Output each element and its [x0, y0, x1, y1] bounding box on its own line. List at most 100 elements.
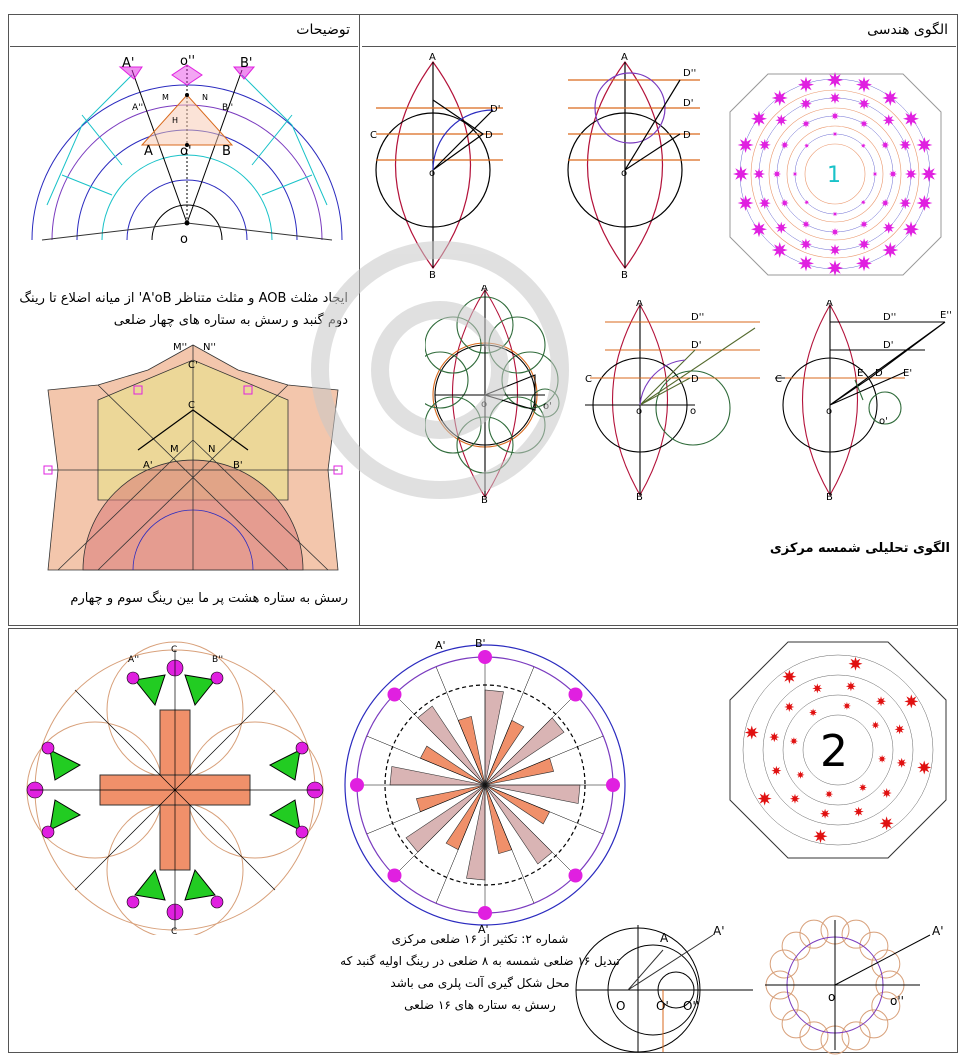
fig4-label-d-double: D'' — [691, 312, 704, 323]
sixteen-gon-spoke — [484, 735, 604, 786]
pattern-2-star — [904, 694, 919, 709]
fig5-label-e-double: E'' — [940, 310, 952, 321]
pattern-1-star — [780, 141, 789, 149]
fig3-label-o: o — [481, 399, 487, 410]
pattern-2-star — [848, 656, 863, 671]
fig3-label-o-prime: o' — [543, 401, 552, 412]
label-c: C — [188, 400, 195, 411]
left-header-text: توضیحات — [296, 22, 350, 38]
sixteen-gon-node — [478, 906, 492, 920]
pattern-2-star — [853, 806, 864, 817]
fig1-label-b: B — [429, 270, 436, 280]
pattern-1-star — [881, 199, 890, 207]
cross-label-b-double: B'' — [212, 655, 223, 665]
pattern-1-star — [831, 112, 839, 120]
ring-circle — [781, 931, 811, 961]
pattern-1-star — [751, 221, 767, 238]
pattern-1-star — [832, 131, 838, 137]
pattern-1-star — [889, 170, 897, 178]
fig2-label-a: A — [621, 52, 628, 63]
pattern-1-star — [829, 92, 841, 104]
leaf-construction-figure-4: A B C D'' D' E'' E D E' o o' — [775, 300, 952, 500]
fig5-label-a: A — [826, 300, 833, 309]
sixteen-gon-node — [387, 687, 402, 702]
pattern-1-star — [753, 168, 765, 180]
pattern-1-star — [860, 119, 868, 128]
pattern-1-star — [799, 238, 812, 251]
fig1-label-d: D — [485, 130, 493, 141]
pattern-2-star — [858, 783, 867, 792]
right-caption: الگوی تحلیلی شمسه مرکزی — [700, 538, 950, 560]
cross-label-a-double: A'' — [128, 655, 139, 665]
pattern-1-star — [832, 211, 838, 217]
pattern-1-star — [899, 197, 912, 210]
pattern-1-star — [882, 242, 899, 258]
rc-label-a-prime: A' — [932, 924, 944, 938]
left-caption-2: رسش به ستاره هشت پر ما بین رینگ سوم و چه… — [16, 588, 348, 610]
pattern-2-star — [842, 701, 851, 710]
sg-label-b-prime: B' — [475, 637, 486, 650]
pattern-2-star — [917, 760, 932, 775]
pattern-2-star — [879, 816, 894, 831]
pattern-1-star — [737, 195, 754, 211]
fig5-label-e: E — [857, 368, 863, 379]
sixteen-gon-node — [568, 868, 583, 883]
oc-label-o-double: O'' — [683, 999, 699, 1013]
pattern-1-star — [771, 90, 788, 106]
oc-label-a: A — [660, 931, 669, 945]
pattern-2-star — [744, 725, 759, 740]
fig5-label-d-double: D'' — [883, 312, 896, 323]
pattern-1-star — [799, 97, 812, 110]
pattern-1-star — [829, 244, 841, 256]
pattern-1-star — [899, 138, 912, 151]
pattern-1-star — [856, 255, 872, 272]
rc-label-o: o — [828, 990, 835, 1004]
pattern-1-star — [903, 221, 919, 238]
circle-packing-figure: A B o o' — [425, 285, 560, 505]
pattern-2-star — [782, 669, 797, 684]
pattern-1-star — [882, 90, 899, 106]
fig3-label-b: B — [481, 495, 488, 505]
sixteen-gon-node — [387, 868, 402, 883]
fig5-label-c: C — [775, 374, 782, 385]
label-a-double: A'' — [132, 103, 143, 113]
sixteen-gon-spoke — [484, 784, 535, 904]
pattern-2-star — [825, 790, 834, 799]
ring-circle — [859, 931, 889, 961]
fig5-label-e-prime: E' — [903, 368, 912, 379]
label-m-double: M'' — [173, 342, 187, 353]
sixteen-gon-spoke — [394, 694, 486, 786]
sixteen-gon-spoke — [484, 666, 535, 786]
fig2-label-o: o — [621, 168, 627, 179]
pattern-2-star — [881, 788, 892, 798]
sixteen-gon-node — [606, 778, 620, 792]
pattern-2-star — [769, 732, 780, 743]
ring-circle — [799, 919, 829, 949]
pattern-1-star — [804, 199, 810, 205]
right-caption-text: الگوی تحلیلی شمسه مرکزی — [769, 541, 950, 556]
fig5-label-o-prime: o' — [879, 416, 888, 427]
label-b-prime-2: B' — [233, 460, 243, 471]
pattern-1-octagon: 1 — [729, 72, 942, 276]
fig3-label-a: A — [481, 285, 488, 294]
fig2-label-d-double: D'' — [683, 68, 696, 79]
sixteen-gon-spoke — [484, 694, 576, 786]
bottom-panel — [8, 628, 958, 1053]
fig4-label-d: D — [691, 374, 699, 385]
pattern-1-star — [858, 238, 871, 251]
ring-circle — [769, 991, 799, 1021]
pattern-2-star — [812, 683, 823, 694]
bottom-caption-line-2: تبدیل ۱۶ ضلعی شمسه به ۸ ضلعی در رینگ اول… — [340, 954, 620, 990]
pattern-1-star — [872, 171, 878, 177]
fig4-label-b: B — [636, 492, 643, 500]
pattern-1-star — [804, 143, 810, 149]
label-n-2: N — [208, 444, 215, 455]
pattern-2-star — [894, 724, 905, 735]
sg-label-a-prime-bottom: A' — [478, 923, 489, 935]
pattern-1-star — [798, 255, 814, 272]
sixteen-gon-spoke — [435, 784, 486, 904]
pattern-1-star — [856, 76, 872, 93]
fig4-label-o-2: o — [690, 406, 696, 417]
pattern-1-star — [882, 114, 895, 127]
pattern-1-star — [792, 171, 798, 177]
